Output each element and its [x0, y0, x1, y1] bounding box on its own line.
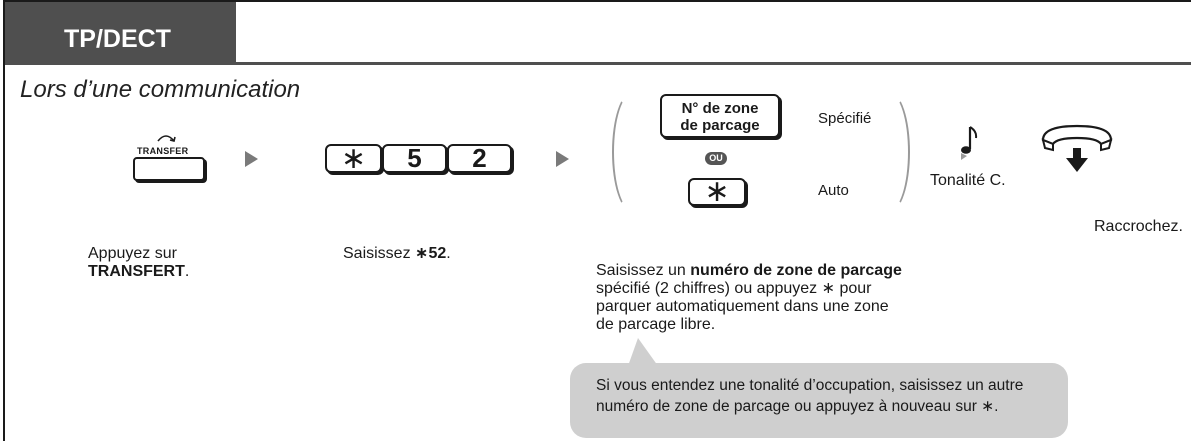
digit-5-key[interactable]: 5 — [382, 143, 447, 173]
left-parenthesis — [612, 92, 652, 212]
zone-caption-line3: parquer automatiquement dans une zone — [596, 298, 889, 315]
zone-caption-line1: Saisissez un numéro de zone de parcage — [596, 262, 902, 279]
star-key[interactable]: ∗ — [325, 143, 382, 173]
step-arrow-icon — [556, 151, 569, 167]
note-line2: numéro de zone de parcage ou appuyez à n… — [596, 398, 999, 415]
frame-left-border — [3, 0, 5, 441]
digit-2-key[interactable]: 2 — [447, 143, 512, 173]
subtitle: Lors d’une communication — [20, 76, 301, 103]
transfer-arrow-icon — [157, 135, 176, 142]
dial-caption: Saisissez ∗52. — [343, 245, 451, 262]
tone-label: Tonalité C. — [930, 172, 1006, 189]
note-bubble — [570, 363, 1068, 438]
transfer-key[interactable] — [133, 157, 205, 181]
header-band — [5, 62, 1191, 65]
note-text: Si vous entendez une tonalité d’occupati… — [596, 375, 1056, 417]
frame-top-border — [3, 0, 1191, 2]
tab-title: TP/DECT — [64, 25, 171, 53]
zone-number-key[interactable]: N° de zone de parcage — [660, 94, 780, 138]
note-bubble-tail — [628, 338, 658, 366]
right-parenthesis — [870, 92, 910, 212]
transfer-caption-line1: Appuyez sur — [88, 245, 177, 262]
music-note-icon — [961, 126, 978, 160]
or-badge: OU — [705, 152, 727, 165]
header-tab: TP/DECT — [5, 2, 236, 62]
transfer-caption-line2: TRANSFERT. — [88, 263, 190, 280]
specified-label: Spécifié — [818, 110, 872, 127]
auto-star-key[interactable]: ∗ — [688, 177, 746, 207]
zone-caption-line2: spécifié (2 chiffres) ou appuyez ∗ pour — [596, 280, 872, 297]
step-arrow-icon — [245, 151, 258, 167]
handset-hangup-icon — [1041, 124, 1113, 172]
hangup-label: Raccrochez. — [1094, 218, 1183, 235]
auto-label: Auto — [818, 182, 849, 199]
zone-caption-line4: de parcage libre. — [596, 316, 716, 333]
transfer-key-label: TRANSFER — [137, 146, 189, 156]
note-line1: Si vous entendez une tonalité d’occupati… — [596, 377, 1024, 394]
